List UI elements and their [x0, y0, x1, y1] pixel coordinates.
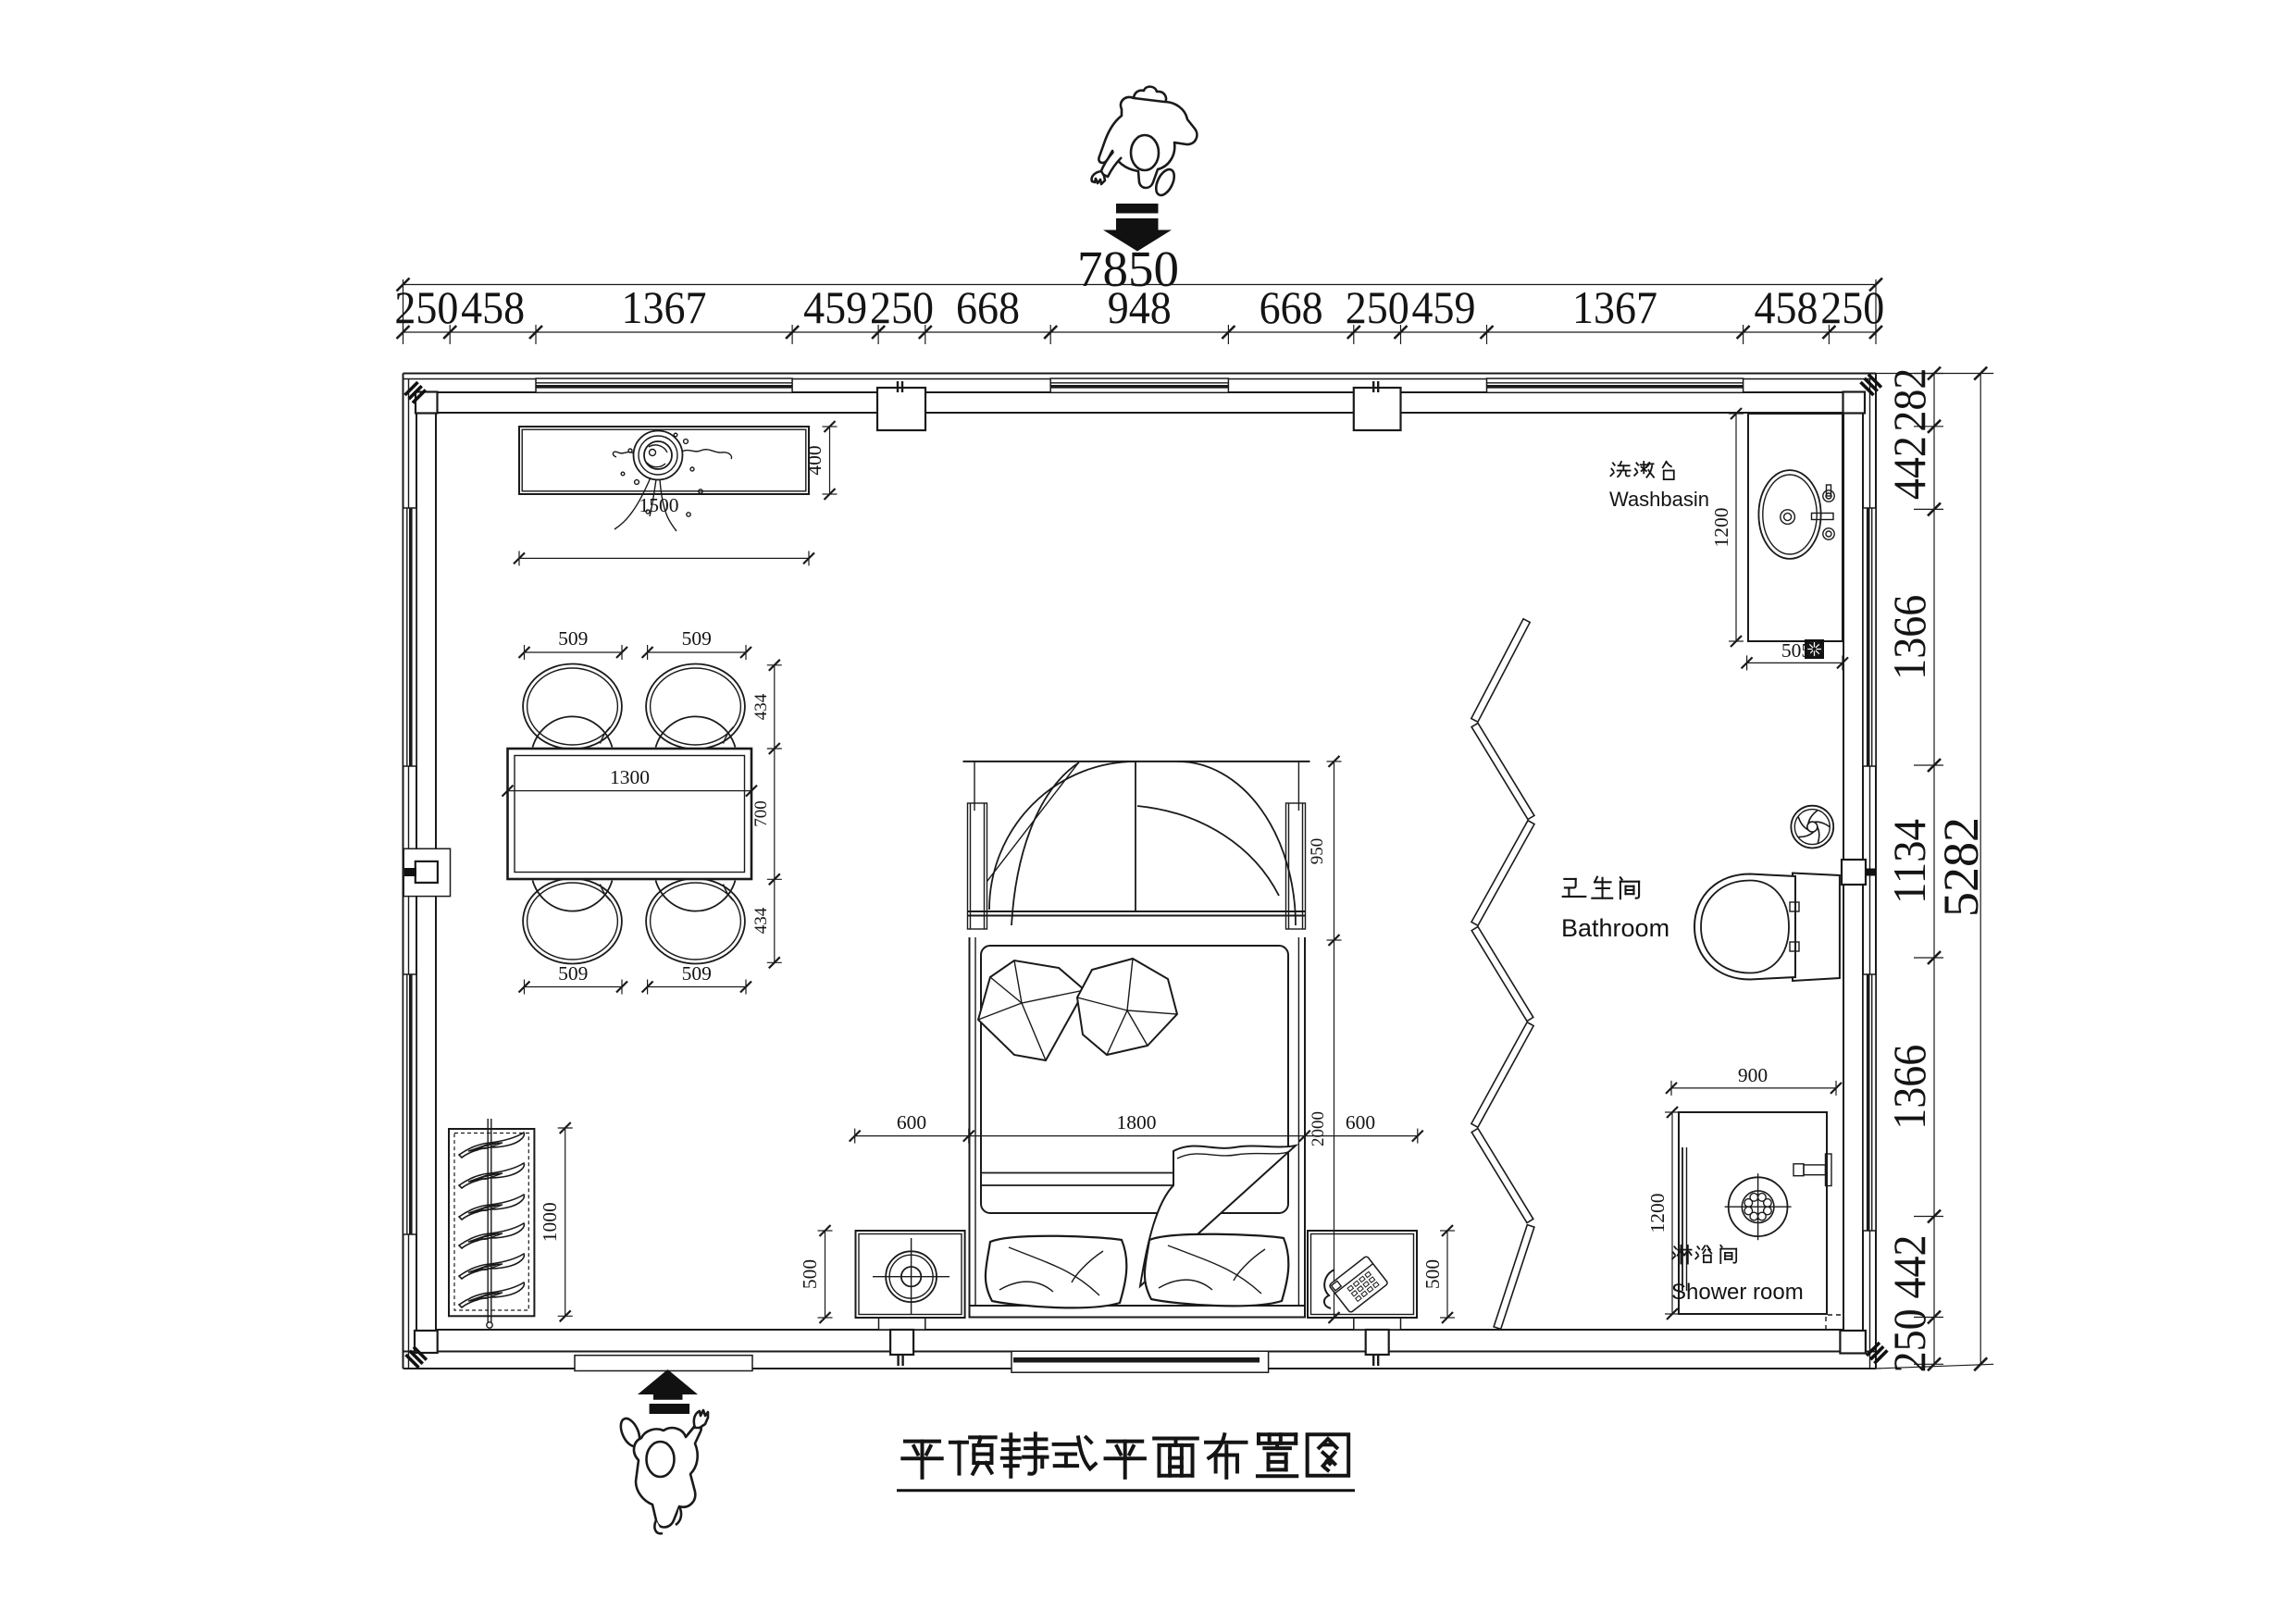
svg-text:600: 600 — [897, 1111, 926, 1134]
svg-text:1366: 1366 — [1883, 595, 1935, 680]
svg-text:1800: 1800 — [1117, 1111, 1157, 1134]
svg-text:1366: 1366 — [1883, 1045, 1935, 1130]
svg-text:509: 509 — [682, 627, 712, 650]
svg-text:250: 250 — [1346, 281, 1409, 333]
svg-text:5282: 5282 — [1933, 817, 1989, 917]
svg-text:600: 600 — [1346, 1111, 1375, 1134]
svg-text:1500: 1500 — [639, 494, 679, 516]
svg-text:2000: 2000 — [1309, 1111, 1328, 1146]
svg-text:1000: 1000 — [539, 1202, 561, 1242]
svg-text:1200: 1200 — [1710, 508, 1732, 548]
svg-text:700: 700 — [751, 800, 771, 827]
svg-text:950: 950 — [1308, 838, 1327, 865]
svg-text:505: 505 — [1781, 639, 1811, 662]
svg-text:500: 500 — [1421, 1259, 1444, 1289]
svg-text:434: 434 — [751, 907, 771, 934]
svg-text:900: 900 — [1738, 1064, 1768, 1086]
svg-text:250: 250 — [1820, 281, 1884, 333]
svg-text:668: 668 — [956, 281, 1020, 333]
svg-text:Shower room: Shower room — [1671, 1280, 1804, 1305]
svg-text:1134: 1134 — [1883, 819, 1935, 904]
svg-text:668: 668 — [1260, 281, 1323, 333]
svg-text:400: 400 — [803, 445, 825, 475]
svg-text:1367: 1367 — [622, 281, 707, 333]
svg-text:509: 509 — [558, 962, 588, 985]
svg-text:948: 948 — [1108, 281, 1172, 333]
svg-text:459: 459 — [803, 281, 867, 333]
svg-text:1200: 1200 — [1646, 1194, 1669, 1233]
svg-text:442: 442 — [1883, 1235, 1935, 1299]
svg-text:509: 509 — [682, 962, 712, 985]
svg-text:509: 509 — [558, 627, 588, 650]
svg-text:434: 434 — [751, 693, 771, 720]
svg-text:458: 458 — [461, 281, 525, 333]
svg-text:7850: 7850 — [1077, 241, 1179, 297]
svg-text:250: 250 — [1883, 1308, 1935, 1372]
svg-text:500: 500 — [799, 1259, 821, 1289]
svg-text:282: 282 — [1883, 368, 1935, 432]
svg-text:459: 459 — [1412, 281, 1476, 333]
svg-text:1300: 1300 — [610, 766, 650, 788]
svg-text:Bathroom: Bathroom — [1561, 914, 1669, 942]
svg-text:250: 250 — [870, 281, 934, 333]
svg-text:250: 250 — [394, 281, 458, 333]
svg-text:458: 458 — [1755, 281, 1818, 333]
svg-text:Washbasin: Washbasin — [1609, 488, 1709, 511]
svg-text:442: 442 — [1883, 436, 1935, 500]
svg-text:1367: 1367 — [1572, 281, 1657, 333]
